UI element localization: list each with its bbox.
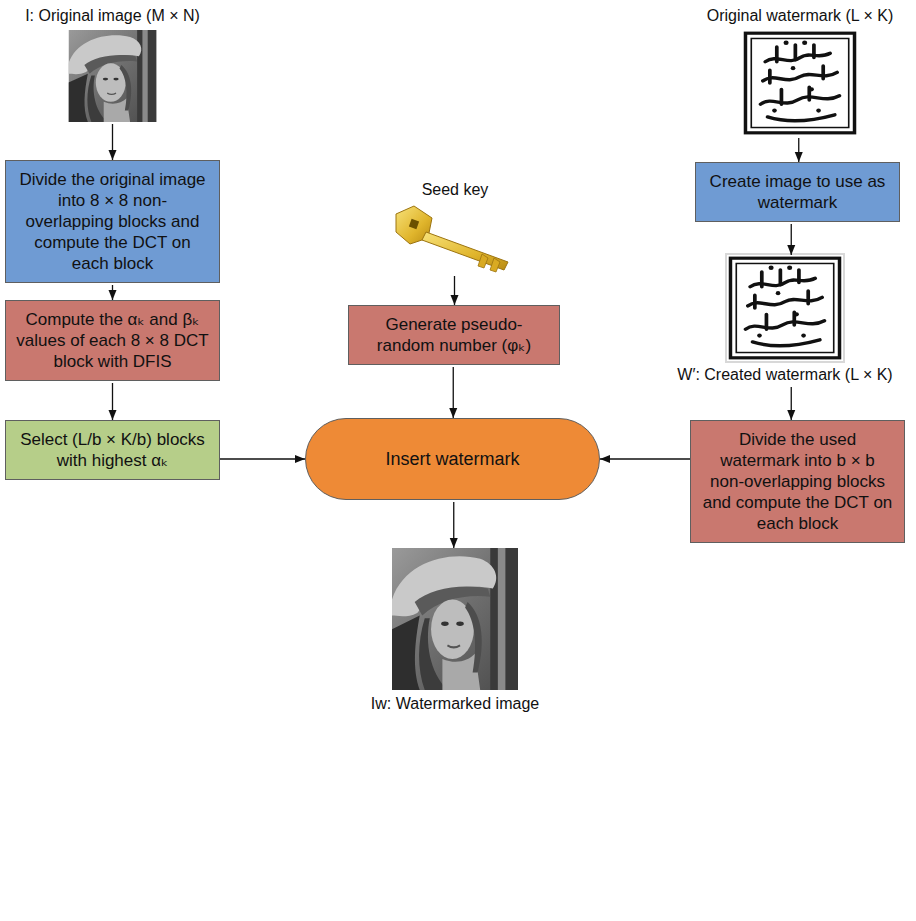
box-label: Divide the original image into 8 × 8 non… <box>16 169 209 274</box>
flow-arrow <box>453 502 454 548</box>
watermarked-image <box>392 548 518 690</box>
image-caption: W′: Created watermark (L × K) <box>660 365 910 385</box>
image-caption: I: Original image (M × N) <box>5 6 220 26</box>
image-space <box>392 548 518 690</box>
image-caption: Iw: Watermarked image <box>340 694 570 714</box>
key-node: Seed key <box>385 180 525 274</box>
image-node: Original watermark (L × K) <box>685 6 915 136</box>
box-label: Insert watermark <box>385 449 519 470</box>
process-box: Divide the original image into 8 × 8 non… <box>5 160 220 283</box>
flow-arrow <box>112 285 113 300</box>
flow-arrow <box>112 383 113 420</box>
original-image <box>69 30 157 122</box>
flow-arrow <box>112 124 113 160</box>
box-label: Create image to use as watermark <box>706 171 889 213</box>
image-caption: Original watermark (L × K) <box>685 6 915 26</box>
image-space <box>390 204 520 274</box>
flow-arrow <box>220 458 305 459</box>
watermark-frame <box>725 253 845 363</box>
box-label: Divide the used watermark into b × b non… <box>701 429 894 534</box>
image-caption: Seed key <box>385 180 525 200</box>
box-label: Select (L/b × K/b) blocks with highest α… <box>16 429 209 471</box>
terminal-pill: Insert watermark <box>305 418 600 500</box>
image-node: Iw: Watermarked image <box>340 548 570 714</box>
image-space <box>742 30 858 136</box>
image-space <box>69 30 157 122</box>
flow-arrow <box>454 276 455 305</box>
flow-arrow <box>453 367 454 418</box>
image-node: I: Original image (M × N) <box>5 6 220 122</box>
created-watermark-image <box>727 255 843 361</box>
image-space <box>727 255 843 361</box>
flow-arrow <box>798 138 799 162</box>
box-label: Compute the αₖ and βₖ values of each 8 ×… <box>16 309 209 372</box>
flow-arrow <box>791 387 792 420</box>
flow-arrow <box>600 458 690 459</box>
process-box: Select (L/b × K/b) blocks with highest α… <box>5 420 220 480</box>
process-box: Create image to use as watermark <box>695 162 900 222</box>
original-watermark-image <box>742 30 858 136</box>
image-node: W′: Created watermark (L × K) <box>660 255 910 385</box>
process-box: Generate pseudo-random number (φₖ) <box>348 305 560 365</box>
process-box: Divide the used watermark into b × b non… <box>690 420 905 543</box>
key-icon <box>396 206 508 272</box>
process-box: Compute the αₖ and βₖ values of each 8 ×… <box>5 300 220 381</box>
flow-arrow <box>791 224 792 255</box>
box-label: Generate pseudo-random number (φₖ) <box>359 314 549 356</box>
